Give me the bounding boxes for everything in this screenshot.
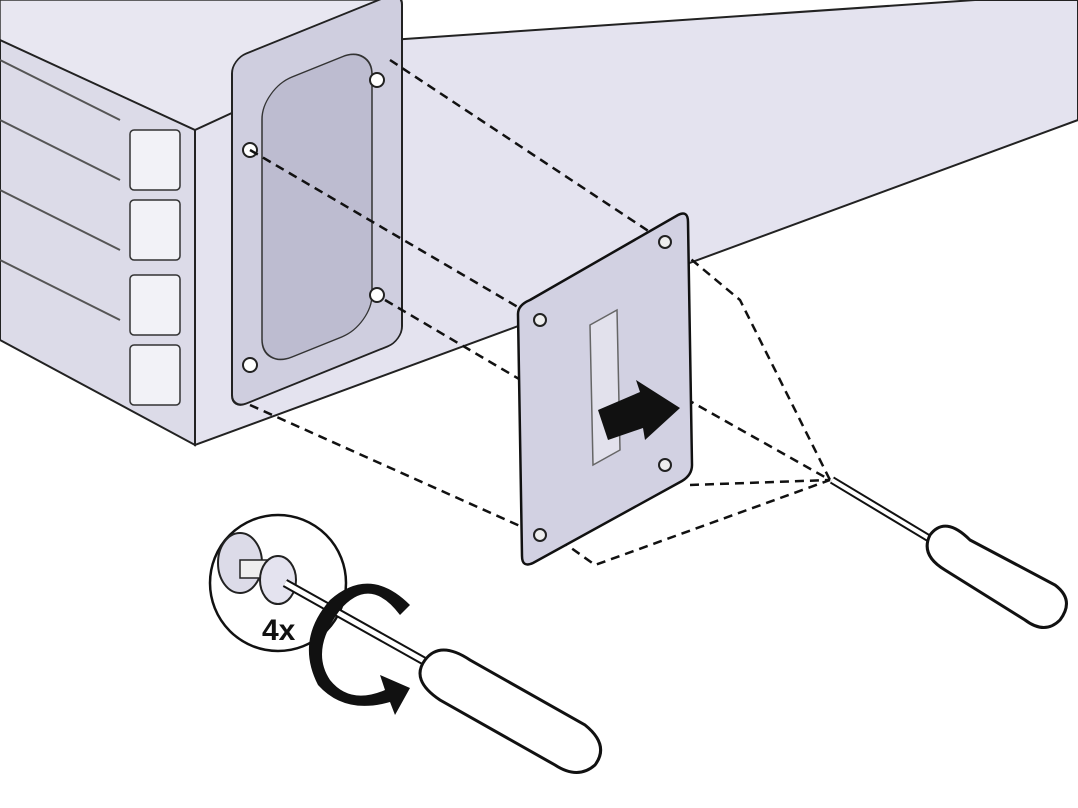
panel-label-area — [589, 308, 621, 467]
screwdriver-left — [282, 579, 603, 774]
panel-screws — [533, 235, 672, 542]
power-supply-modules — [129, 129, 181, 406]
quantity-label: 4x — [262, 614, 296, 647]
drive-bay-rails — [0, 59, 121, 321]
screw-detail-inset: 4x — [208, 513, 348, 653]
pull-direction-arrow — [598, 380, 680, 440]
screwdriver-right — [829, 476, 1068, 629]
chassis-opening — [231, 0, 403, 406]
rotation-arrow-icon — [308, 583, 410, 715]
